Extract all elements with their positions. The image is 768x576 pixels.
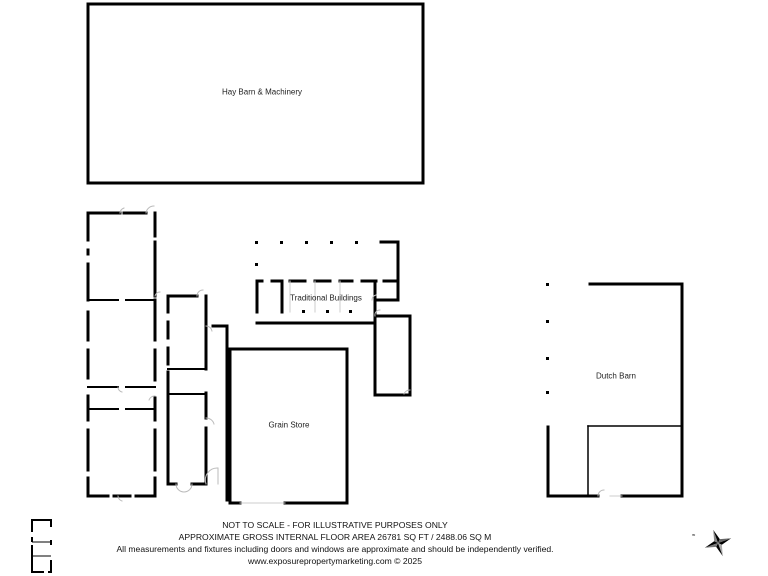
footer-website: www.exposurepropertymarketing.com © 2025 (248, 556, 422, 566)
room-label-dutch-barn: Dutch Barn (595, 371, 637, 381)
mini-floorplan-icon (31, 519, 52, 573)
room-label-traditional-buildings: Traditional Buildings (290, 293, 362, 303)
left-building-walls (86, 211, 157, 498)
traditional-buildings-walls (255, 240, 412, 397)
room-label-grain-store: Grain Store (268, 420, 310, 430)
hay-barn-outline (86, 2, 425, 185)
svg-text:≈: ≈ (692, 533, 696, 539)
grain-store-walls (228, 347, 349, 505)
footer-floor-area: APPROXIMATE GROSS INTERNAL FLOOR AREA 26… (178, 532, 492, 542)
door-swings (117, 205, 605, 502)
footer-not-to-scale: NOT TO SCALE - FOR ILLUSTRATIVE PURPOSES… (222, 520, 448, 530)
disclaimer-footer: NOT TO SCALE - FOR ILLUSTRATIVE PURPOSES… (0, 519, 670, 567)
footer-measurements-note: All measurements and fixtures including … (116, 544, 554, 554)
room-label-hay-barn: Hay Barn & Machinery (221, 87, 303, 97)
dutch-barn-walls (546, 282, 684, 498)
compass-rose-icon: ≈ (692, 529, 732, 557)
structural-posts (255, 241, 549, 394)
